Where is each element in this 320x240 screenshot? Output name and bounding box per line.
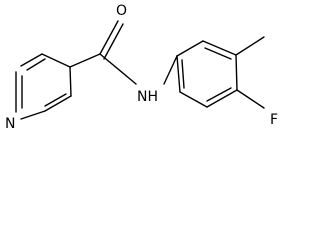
pyridine-bond-5 [20,110,46,120]
phenyl-bond-6 [176,55,181,93]
bond-layer [15,20,265,120]
pyridine-bond-2 [41,53,71,68]
pyridine-bond-3 [69,66,72,97]
carbonyl-oxygen-label: O [116,3,127,19]
chemical-structure: N O NH F [5,3,278,132]
nitrogen-to-phenyl-bond [163,55,178,85]
fluoro-bond [236,89,265,109]
carbonyl-double-bond-a [99,20,119,55]
carbonyl-to-nitrogen-bond [99,53,137,85]
phenyl-bond-4 [206,89,238,108]
phenyl-bond-4b [206,87,232,102]
phenyl-bond-3 [235,54,238,91]
phenyl-bond-5 [179,91,208,108]
phenyl-bond-1 [176,40,204,57]
phenyl-bond-2b [204,47,232,60]
amide-nh-label: NH [137,89,158,105]
carbonyl-double-bond-b [103,23,124,60]
fluorine-label: F [270,112,278,128]
pyridine-bond-4b [44,93,67,107]
phenyl-bond-2 [202,40,237,56]
pyridine-bond-4 [44,95,72,112]
ring-to-carbonyl-bond [69,53,101,68]
pyridine-bond-1 [20,53,43,67]
pyridine-nitrogen-label: N [5,116,15,132]
methyl-bond [235,36,265,56]
phenyl-bond-6b [181,59,185,89]
pyridine-bond-1b [26,58,46,71]
